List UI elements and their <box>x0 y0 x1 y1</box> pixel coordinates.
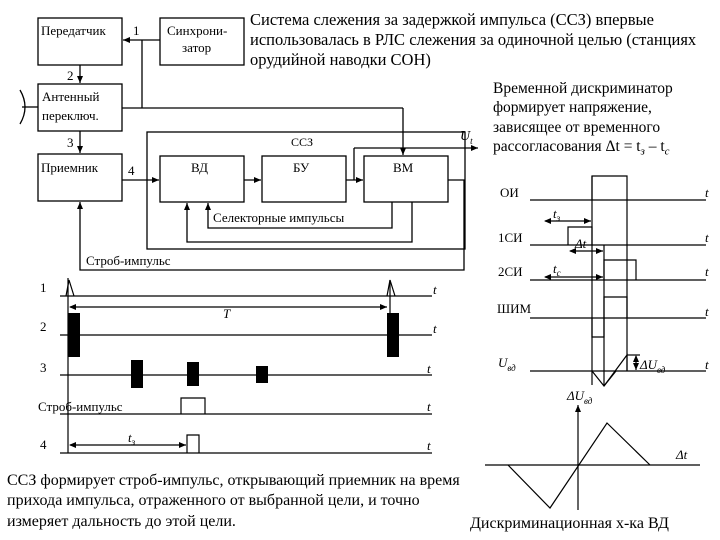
bu-label: БУ <box>293 160 310 175</box>
disc-t-si2: t <box>705 264 709 279</box>
page-title: Система слежения за задержкой импульса (… <box>250 10 697 69</box>
disc-dt-label: Δt <box>574 236 587 251</box>
link-number-1: 1 <box>133 23 140 38</box>
timing-t-strobe: t <box>427 399 431 414</box>
shim-positive <box>603 296 628 318</box>
disc-tz-label: tз <box>553 206 561 223</box>
si1-label: 1СИ <box>498 230 523 245</box>
block-labels: Передатчик Синхрони- затор Антенный пере… <box>41 23 473 268</box>
echo-pulse-row3-a <box>131 360 143 388</box>
synchronizer-label-1: Синхрони- <box>167 23 227 38</box>
strobe-feedback-line <box>77 179 465 271</box>
timing-row-2-label: 2 <box>40 319 47 334</box>
char-x-label: Δt <box>675 447 688 462</box>
antenna-label-1: Антенный <box>42 89 99 104</box>
timing-t-3: t <box>427 361 431 376</box>
block-diagram <box>19 17 478 271</box>
timing-row-4-label: 4 <box>40 437 47 452</box>
strobe-pulse <box>180 397 206 414</box>
vm-block <box>363 155 449 203</box>
disc-t-si1: t <box>705 230 709 245</box>
echo-pulse-row2-b <box>387 313 399 357</box>
char-curve <box>507 422 651 509</box>
transmit-spike-1 <box>65 279 75 297</box>
transmit-spike-2 <box>386 279 396 297</box>
disc-tc-label: tc <box>553 261 561 278</box>
selector-pulses-label: Селекторные импульсы <box>213 210 344 225</box>
timing-t-4: t <box>427 438 431 453</box>
bu-block <box>261 155 347 203</box>
si2-label: 2СИ <box>498 264 523 279</box>
link-number-2: 2 <box>67 68 74 83</box>
oi-label: ОИ <box>500 185 519 200</box>
transmitter-label: Передатчик <box>41 23 106 38</box>
timing-row-1-label: 1 <box>40 280 47 295</box>
uvd-label: Uвд <box>498 355 516 373</box>
echo-pulse-row3-c <box>256 366 268 383</box>
timing-t-2: t <box>433 321 437 336</box>
vd-label: ВД <box>191 160 208 175</box>
link-number-4: 4 <box>128 163 135 178</box>
char-labels: ΔUвд Δt <box>566 388 688 462</box>
timing-row-strobe-label: Строб-импульс <box>38 399 123 414</box>
timing-row-3-label: 3 <box>40 360 47 375</box>
gate-pulse-row4 <box>186 434 200 453</box>
discriminator-description: Временной дискриминатор формирует напряж… <box>493 80 673 158</box>
selector-pulses-outer <box>184 202 413 243</box>
discriminator-labels: ОИ 1СИ 2СИ ШИМ Uвд t t t t t tз Δt tc ΔU… <box>497 185 709 375</box>
ssz-summary: ССЗ формирует строб-импульс, открывающий… <box>7 472 460 530</box>
ssz-label: ССЗ <box>291 135 313 149</box>
disc-t-shim: t <box>705 304 709 319</box>
vm-label: ВМ <box>393 160 414 175</box>
output-u-label: Ut <box>460 129 473 146</box>
synchronizer-block <box>159 17 245 66</box>
discrimination-caption: Дискриминационная х-ка ВД <box>470 515 669 532</box>
shim-label: ШИМ <box>497 301 532 316</box>
oi-pulse <box>591 175 628 200</box>
ssz-frame <box>146 131 466 250</box>
disc-t-oi: t <box>705 185 709 200</box>
strobe-label: Строб-импульс <box>86 253 171 268</box>
discriminator-waveforms <box>530 175 706 387</box>
receiver-block <box>37 153 123 202</box>
receiver-label: Приемник <box>41 160 99 175</box>
timing-diagram <box>60 278 432 454</box>
synchronizer-label-2: затор <box>182 40 211 55</box>
period-label: T <box>223 306 231 321</box>
discrimination-characteristic <box>485 405 700 510</box>
disc-t-uvd: t <box>705 357 709 372</box>
echo-pulse-row3-b <box>187 362 199 386</box>
vd-block <box>159 155 245 203</box>
disc-du-label: ΔUвд <box>639 357 666 375</box>
shim-negative <box>591 318 605 338</box>
timing-labels: 1 2 3 Строб-импульс 4 t t t t t T tз <box>38 280 437 453</box>
tz-label: tз <box>128 430 136 447</box>
si2-pulse <box>603 259 637 280</box>
selector-pulses-inner <box>205 202 393 229</box>
antenna-label-2: переключ. <box>42 108 99 123</box>
echo-pulse-row2-a <box>68 313 80 357</box>
char-y-label: ΔUвд <box>566 388 593 406</box>
link-number-3: 3 <box>67 135 74 150</box>
timing-t-1: t <box>433 282 437 297</box>
timing-pulses <box>68 313 399 388</box>
